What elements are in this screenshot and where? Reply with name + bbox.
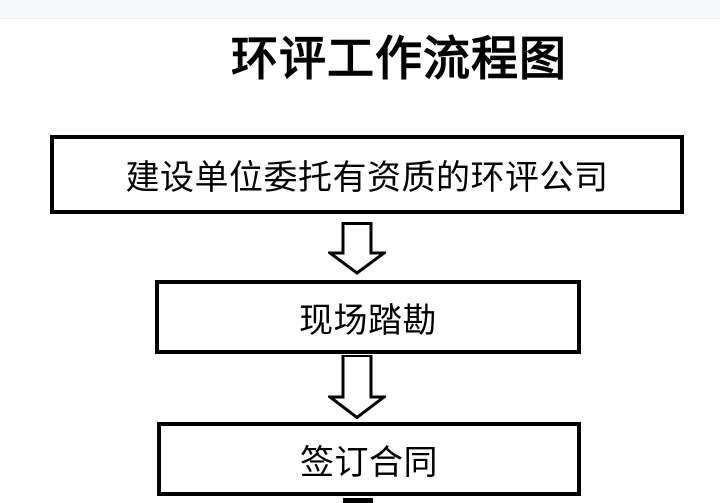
- down-block-arrow-icon: [328, 355, 386, 419]
- flow-node-site-survey: 现场踏勘: [155, 280, 581, 354]
- down-block-arrow-partial-icon: [343, 498, 373, 503]
- flow-node-site-survey-label: 现场踏勘: [299, 302, 437, 340]
- flow-node-sign-contract-label: 签订合同: [300, 444, 438, 482]
- flow-node-sign-contract: 签订合同: [157, 422, 581, 496]
- top-band: [0, 0, 720, 19]
- page-title: 环评工作流程图: [231, 32, 567, 85]
- down-block-arrow-icon: [328, 222, 386, 275]
- flow-node-commission-label: 建设单位委托有资质的环评公司: [125, 160, 609, 197]
- flow-node-commission: 建设单位委托有资质的环评公司: [50, 135, 684, 214]
